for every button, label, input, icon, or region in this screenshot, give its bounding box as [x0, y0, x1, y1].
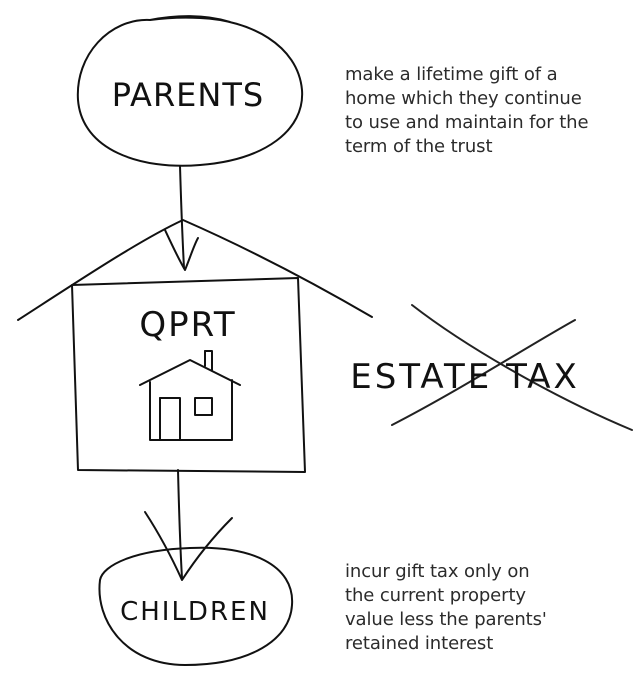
note-gift-description: make a lifetime gift of a home which the…	[345, 64, 589, 157]
arrow-qprt-to-children	[177, 469, 183, 579]
arrow-head-1	[164, 229, 199, 271]
note-gift-tax: incur gift tax only on the current prope…	[345, 561, 547, 654]
children-label: CHILDREN	[120, 597, 270, 627]
house-icon	[139, 350, 241, 441]
estate-tax-strike	[391, 304, 633, 431]
roof	[17, 219, 373, 321]
arrow-parents-to-qprt	[179, 165, 185, 269]
parents-ellipse	[76, 15, 304, 167]
qprt-label: QPRT	[139, 305, 236, 345]
parents-label: PARENTS	[112, 76, 264, 114]
qprt-box	[71, 277, 306, 473]
children-ellipse	[98, 546, 294, 666]
estate-tax-label: ESTATE TAX	[350, 357, 580, 397]
arrow-head-2	[144, 511, 233, 581]
